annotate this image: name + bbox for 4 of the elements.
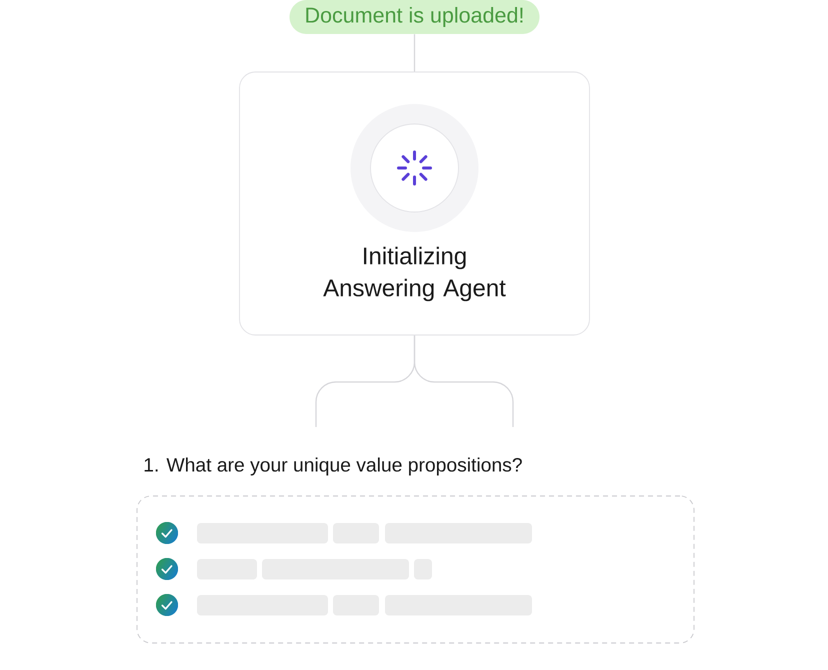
question-text: 1. What are your unique value propositions?	[144, 458, 522, 476]
connector-line	[414, 335, 514, 427]
status-pill: Document is uploaded!	[290, 0, 540, 34]
connector-line	[414, 34, 416, 72]
